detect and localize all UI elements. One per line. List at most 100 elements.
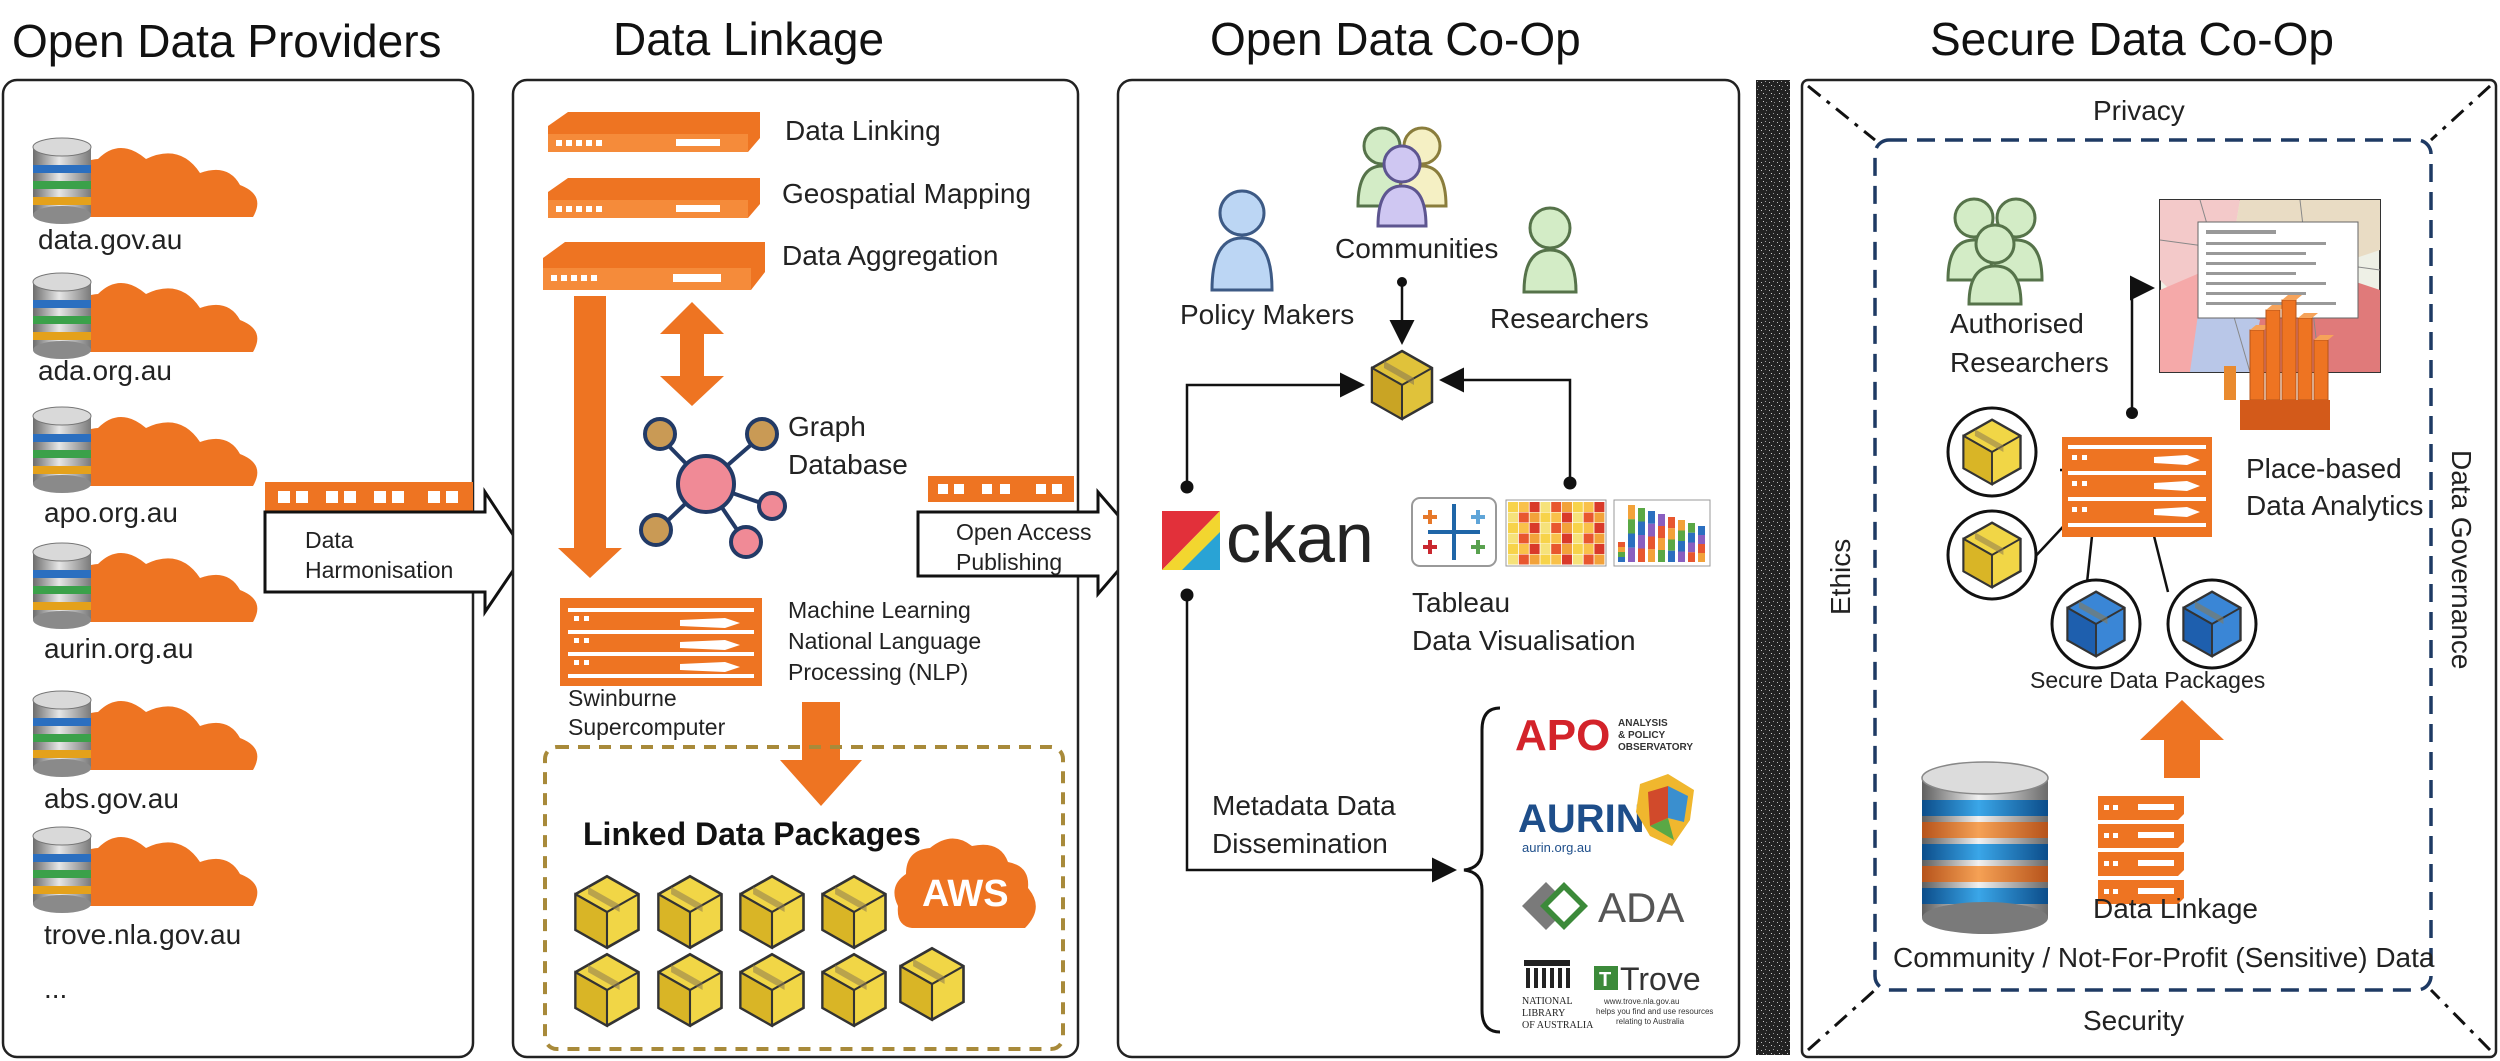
apo-label: APO (1515, 711, 1610, 760)
double-arrow-icon (660, 302, 724, 406)
aurin-sub: aurin.org.au (1522, 840, 1591, 855)
ckan-label: ckan (1226, 499, 1374, 577)
harmonisation-arrow: Data Harmonisation (263, 482, 527, 617)
analytics-label: Data Analytics (2246, 490, 2423, 521)
heading-secure-data-co-op: Secure Data Co-Op (1930, 13, 2334, 65)
secure-server-icon (2062, 437, 2212, 537)
graph-database-icon (639, 417, 787, 559)
corner-lines (1806, 84, 2492, 1052)
brace (1463, 706, 1501, 1034)
linking-server-icon (548, 112, 760, 152)
providers-list: data.gov.au ada.org.au (32, 137, 258, 1004)
connector-dot (1397, 277, 1407, 287)
nla-label: OF AUSTRALIA (1522, 1020, 1594, 1031)
provider-item: data.gov.au (32, 137, 258, 255)
authorised-label: Authorised (1950, 308, 2084, 339)
cloud-database-icon (32, 542, 258, 629)
package-icon (1370, 349, 1434, 421)
package-icon (821, 874, 887, 950)
separator-bar (1756, 80, 1790, 1055)
package-icon (899, 946, 965, 1022)
connector-dot (1180, 588, 1194, 602)
linked-packages-box (543, 745, 1065, 1051)
authorised-label: Researchers (1950, 347, 2109, 378)
ml-label: National Language (788, 628, 981, 654)
secure-package-item (2166, 578, 2258, 670)
provider-label: ada.org.au (38, 355, 172, 386)
tableau-label: Data Visualisation (1412, 625, 1636, 656)
provider-label: aurin.org.au (44, 633, 193, 664)
apo-sub: OBSERVATORY (1618, 742, 1693, 753)
privacy-label: Privacy (2093, 95, 2185, 126)
supercomputer-icon (560, 598, 762, 686)
publishing-label: Publishing (956, 549, 1062, 575)
metadata-label: Metadata Data (1212, 790, 1396, 821)
down-arrow-icon (558, 296, 622, 578)
harmonisation-label: Data (305, 527, 354, 553)
community-data-label: Community / Not-For-Profit (Sensitive) D… (1893, 942, 2435, 973)
secure-packages-label: Secure Data Packages (2030, 667, 2265, 693)
ckan-logo-icon: ckan (1162, 499, 1374, 577)
policy-maker-icon (1210, 189, 1274, 292)
metadata-label: Dissemination (1212, 828, 1388, 859)
heatmap-chart-icon (1505, 499, 1607, 567)
researcher-icon (1522, 206, 1578, 294)
cloud-database-icon (32, 406, 258, 493)
provider-item: ada.org.au (32, 272, 258, 386)
trove-sub: helps you find and use resources (1596, 1007, 1713, 1016)
package-icon (574, 952, 640, 1028)
package-icon (739, 874, 805, 950)
connector-dot (1180, 480, 1194, 494)
linked-packages-grid (574, 874, 965, 1028)
graph-label: Graph (788, 411, 866, 442)
provider-label: trove.nla.gov.au (44, 919, 241, 950)
package-icon (657, 874, 723, 950)
heading-open-data-providers: Open Data Providers (12, 15, 442, 67)
trove-logo-icon: T Trove www.trove.nla.gov.au helps you f… (1594, 961, 1713, 1026)
up-arrow-icon (2140, 700, 2224, 778)
aurin-label: AURIN (1518, 797, 1645, 841)
policy-makers-label: Policy Makers (1180, 299, 1354, 330)
aggregation-server-icon (543, 242, 765, 290)
provider-item: apo.org.au (32, 406, 258, 528)
package-icon (821, 952, 887, 1028)
secure-package-item (2050, 578, 2142, 670)
cloud-database-icon (32, 826, 258, 913)
provider-item: abs.gov.au (32, 690, 258, 814)
trove-sub: www.trove.nla.gov.au (1603, 997, 1679, 1006)
heading-open-data-co-op: Open Data Co-Op (1210, 13, 1581, 65)
nla-label: NATIONAL (1522, 996, 1573, 1007)
supercomputer-label: Swinburne (568, 685, 677, 711)
providers-more: ... (44, 973, 67, 1004)
package-icon (1962, 521, 2022, 589)
server-label: Data Linking (785, 115, 941, 146)
bar-chart-icon (1613, 499, 1711, 567)
secure-inner-box (1873, 138, 2433, 992)
provider-label: abs.gov.au (44, 783, 179, 814)
ethics-label: Ethics (1825, 539, 1856, 615)
ml-label: Machine Learning (788, 597, 971, 623)
supercomputer-label: Supercomputer (568, 714, 726, 740)
connector-dot (2126, 407, 2138, 419)
down-arrow-icon (780, 702, 862, 806)
analytics-label: Place-based (2246, 453, 2402, 484)
map-analytics-icon (2159, 199, 2381, 430)
package-icon (739, 952, 805, 1028)
ada-label: ADA (1598, 884, 1684, 931)
community-database-icon (1921, 761, 2049, 934)
secure-package-item (1946, 406, 2038, 498)
connector-lines (1185, 282, 1572, 883)
aws-label: AWS (922, 873, 1009, 915)
package-icon (2066, 590, 2126, 658)
server-label: Data Aggregation (782, 240, 998, 271)
package-icon (574, 874, 640, 950)
ml-label: Processing (NLP) (788, 659, 968, 685)
secure-package-item (1946, 509, 2038, 601)
researchers-label: Researchers (1490, 303, 1649, 334)
linked-packages-title: Linked Data Packages (583, 816, 921, 852)
cloud-database-icon (32, 690, 258, 777)
tableau-label: Tableau (1412, 587, 1510, 618)
trove-sub: relating to Australia (1616, 1017, 1685, 1026)
security-label: Security (2083, 1005, 2184, 1036)
authorised-researchers-icon (1946, 197, 2044, 306)
